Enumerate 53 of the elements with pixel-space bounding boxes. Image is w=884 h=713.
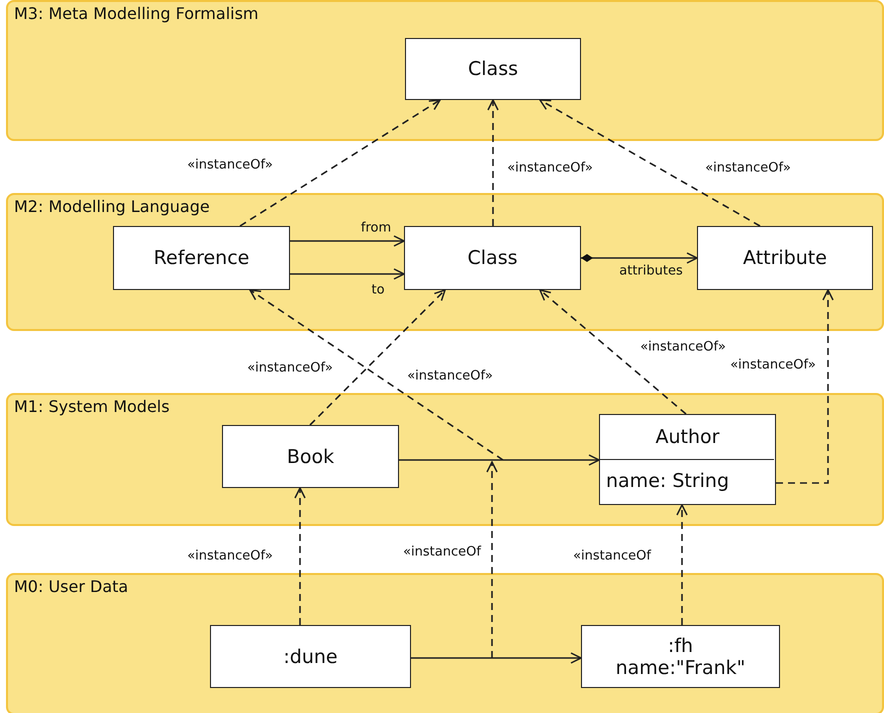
class-name: :dune: [283, 646, 338, 668]
layer-title: M3: Meta Modelling Formalism: [14, 4, 259, 23]
object-box: [581, 625, 780, 688]
association-arrow: [290, 268, 405, 280]
class-name: Book: [286, 446, 334, 468]
stereotype-label: «instanceOf: [403, 544, 481, 560]
class-name: Reference: [154, 247, 250, 269]
dependency-arrow: [539, 289, 687, 415]
class-name: Class: [468, 247, 518, 269]
dependency-arrow: [294, 487, 306, 625]
class-name: Attribute: [743, 247, 827, 269]
edge-label: «instanceOf»: [705, 160, 791, 176]
edge-label: «instanceOf»: [730, 358, 816, 372]
layer-title: M0: User Data: [14, 577, 128, 596]
layer-band: [6, 193, 884, 331]
association-arrow: [399, 454, 600, 466]
layer-band: [6, 393, 884, 526]
layer-title: M1: System Models: [14, 397, 170, 416]
association-arrow: [290, 235, 405, 247]
edge-label: «instanceOf»: [407, 368, 493, 384]
attribute-value: name:"Frank": [616, 656, 746, 678]
layer-band: [6, 573, 884, 713]
dependency-arrow: [309, 289, 446, 426]
dependency-arrow: [539, 99, 760, 227]
edge-label: «instanceOf»: [247, 360, 333, 376]
association-arrow: [411, 652, 582, 664]
layer-title: M2: Modelling Language: [14, 197, 210, 216]
class-name: Class: [468, 58, 518, 80]
class-box: [405, 38, 581, 100]
dependency-arrow: [240, 99, 441, 227]
class-box: [222, 425, 399, 488]
edge-label: «instanceOf: [573, 548, 651, 564]
dependency-arrow: [487, 99, 499, 226]
class-box: [113, 226, 290, 290]
dependency-arrow: [249, 289, 504, 461]
class-name: Author: [656, 425, 720, 450]
class-box: [599, 414, 776, 505]
edge-label: to: [371, 282, 385, 298]
object-name: :fh: [668, 634, 694, 656]
edge-label: «instanceOf»: [187, 158, 273, 172]
composition-arrow: [581, 252, 698, 264]
layer-band: [6, 0, 884, 141]
object-box: [210, 625, 411, 688]
edge-label: «instanceOf»: [507, 160, 593, 176]
dependency-arrow: [776, 289, 834, 484]
edge-label: «instanceOf»: [187, 548, 273, 564]
attribute-text: name: String: [606, 470, 730, 492]
class-box: [697, 226, 873, 290]
edge-label: from: [360, 220, 392, 236]
edge-label: attributes: [619, 264, 683, 278]
class-box: [404, 226, 581, 290]
edge-label: «instanceOf»: [640, 340, 726, 354]
dependency-arrow: [676, 504, 688, 625]
